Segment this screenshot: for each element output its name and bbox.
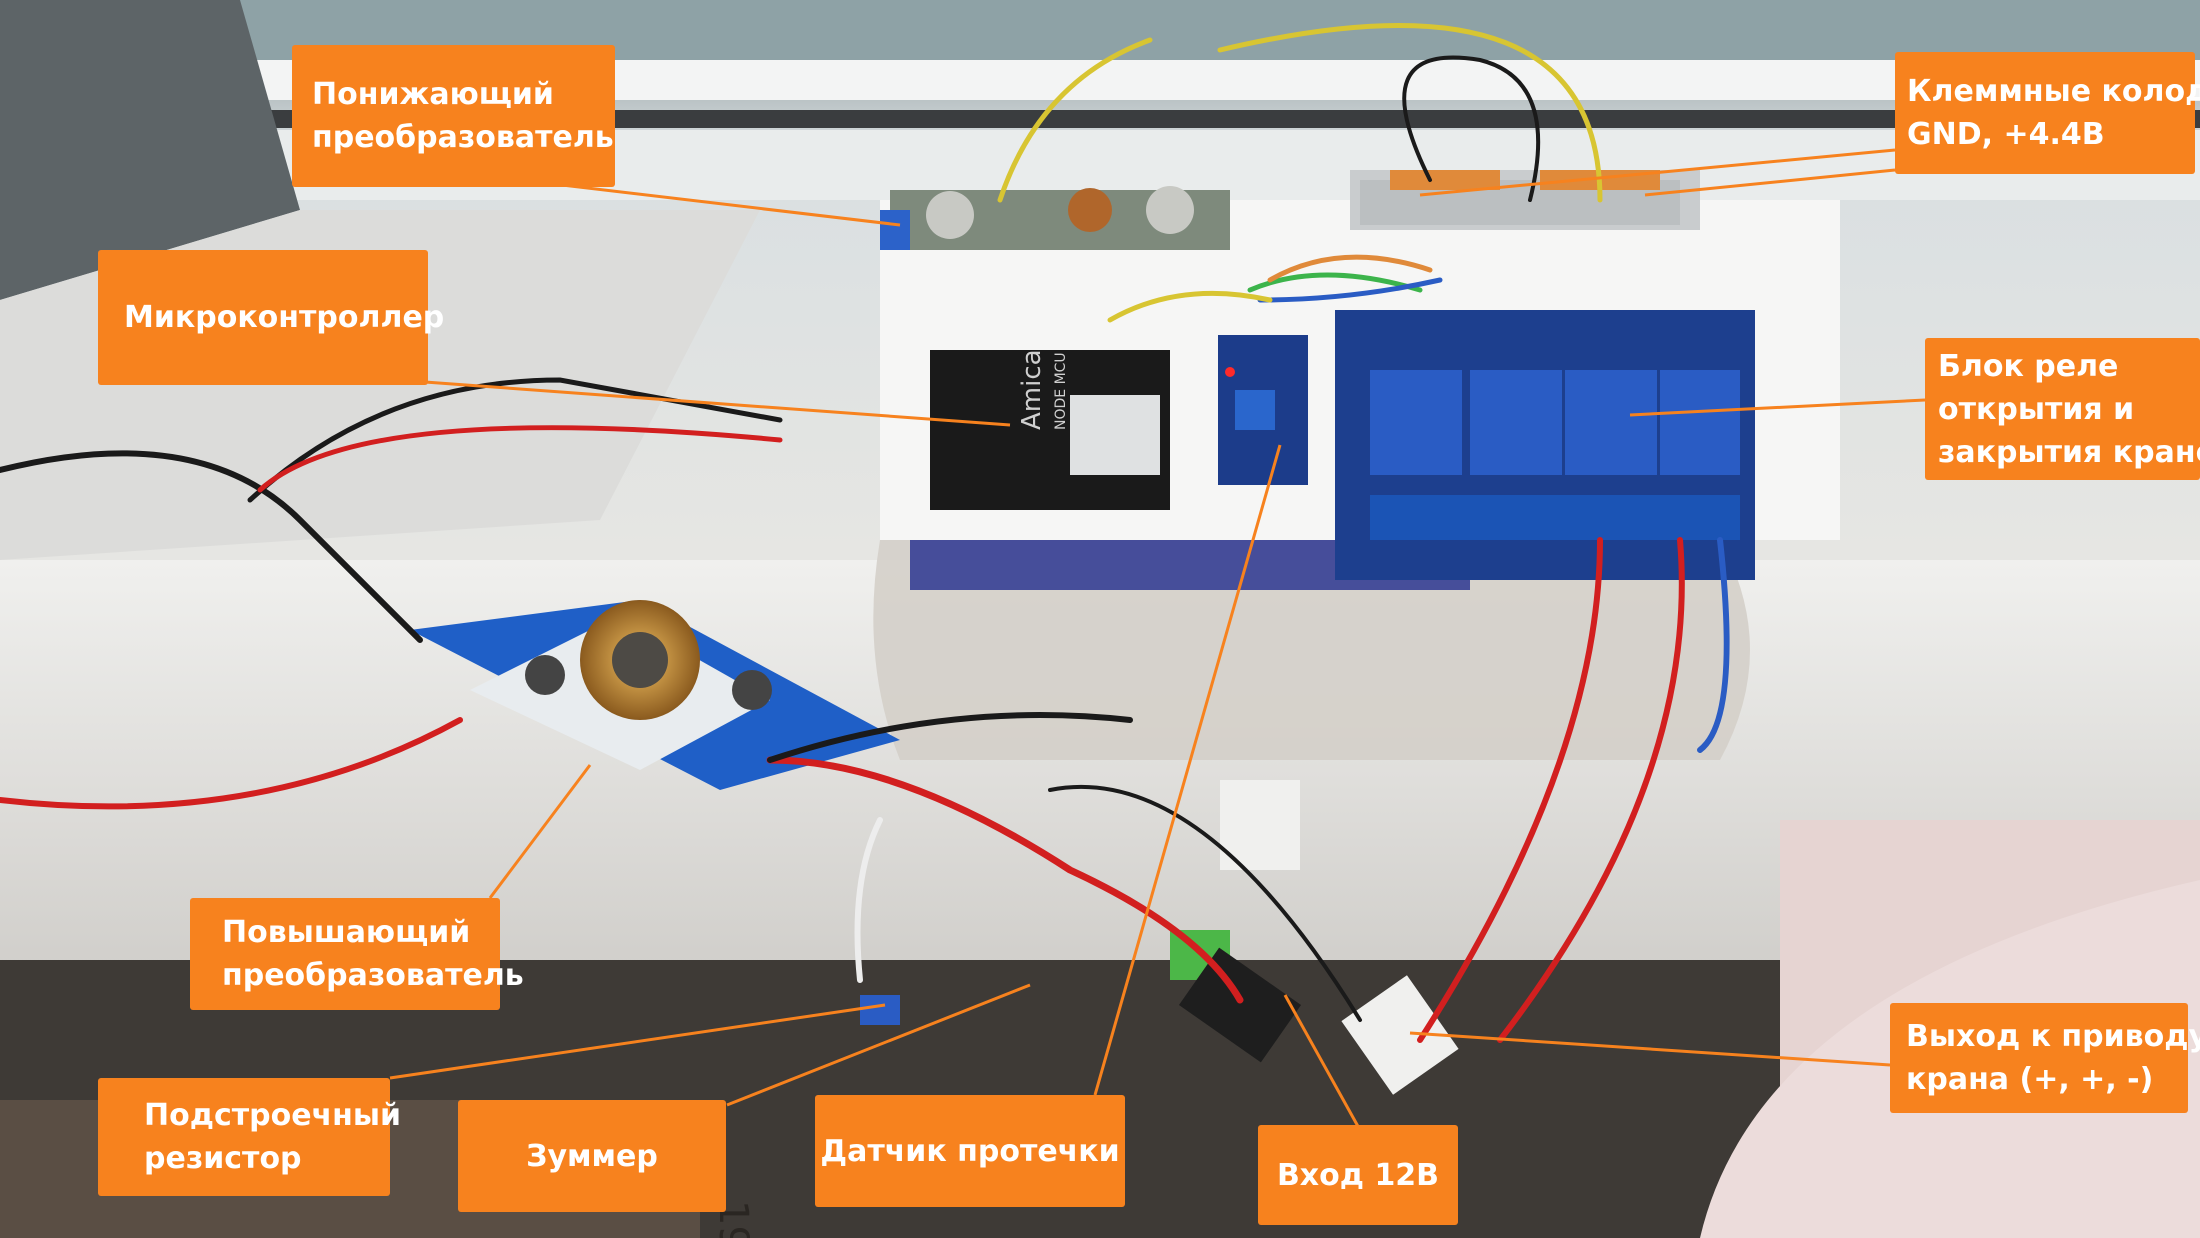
label-leak-sensor: Датчик протечки <box>815 1095 1125 1207</box>
label-buzzer: Зуммер <box>458 1100 726 1212</box>
microcontroller-board: Amica NODE MCU <box>930 349 1170 510</box>
mcu-brand: Amica <box>1017 349 1047 430</box>
label-terminal-blocks: Клеммные колодки GND, +4.4В <box>1895 52 2200 174</box>
relay-block-board <box>1335 310 1755 580</box>
label-relay-block: Блок реле открытия и закрытия кранов <box>1925 338 2200 480</box>
leak-sensor-module <box>1218 335 1308 485</box>
label-step-up-converter: Повышающий преобразователь <box>190 898 524 1010</box>
label-microcontroller: Микроконтроллер <box>98 250 444 385</box>
label-trimmer-resistor: Подстроечный резистор <box>98 1078 401 1196</box>
callout-lines <box>389 148 1926 1131</box>
step-down-converter <box>880 186 1230 250</box>
label-step-down-converter: Понижающий преобразователь <box>292 45 615 187</box>
mcu-model: NODE MCU <box>1053 352 1069 430</box>
wires <box>0 23 1730 1043</box>
label-input-12v: Вход 12В <box>1258 1125 1458 1225</box>
label-valve-output: Выход к приводу крана (+, +, -) <box>1890 1003 2200 1113</box>
step-up-converter <box>410 600 900 790</box>
